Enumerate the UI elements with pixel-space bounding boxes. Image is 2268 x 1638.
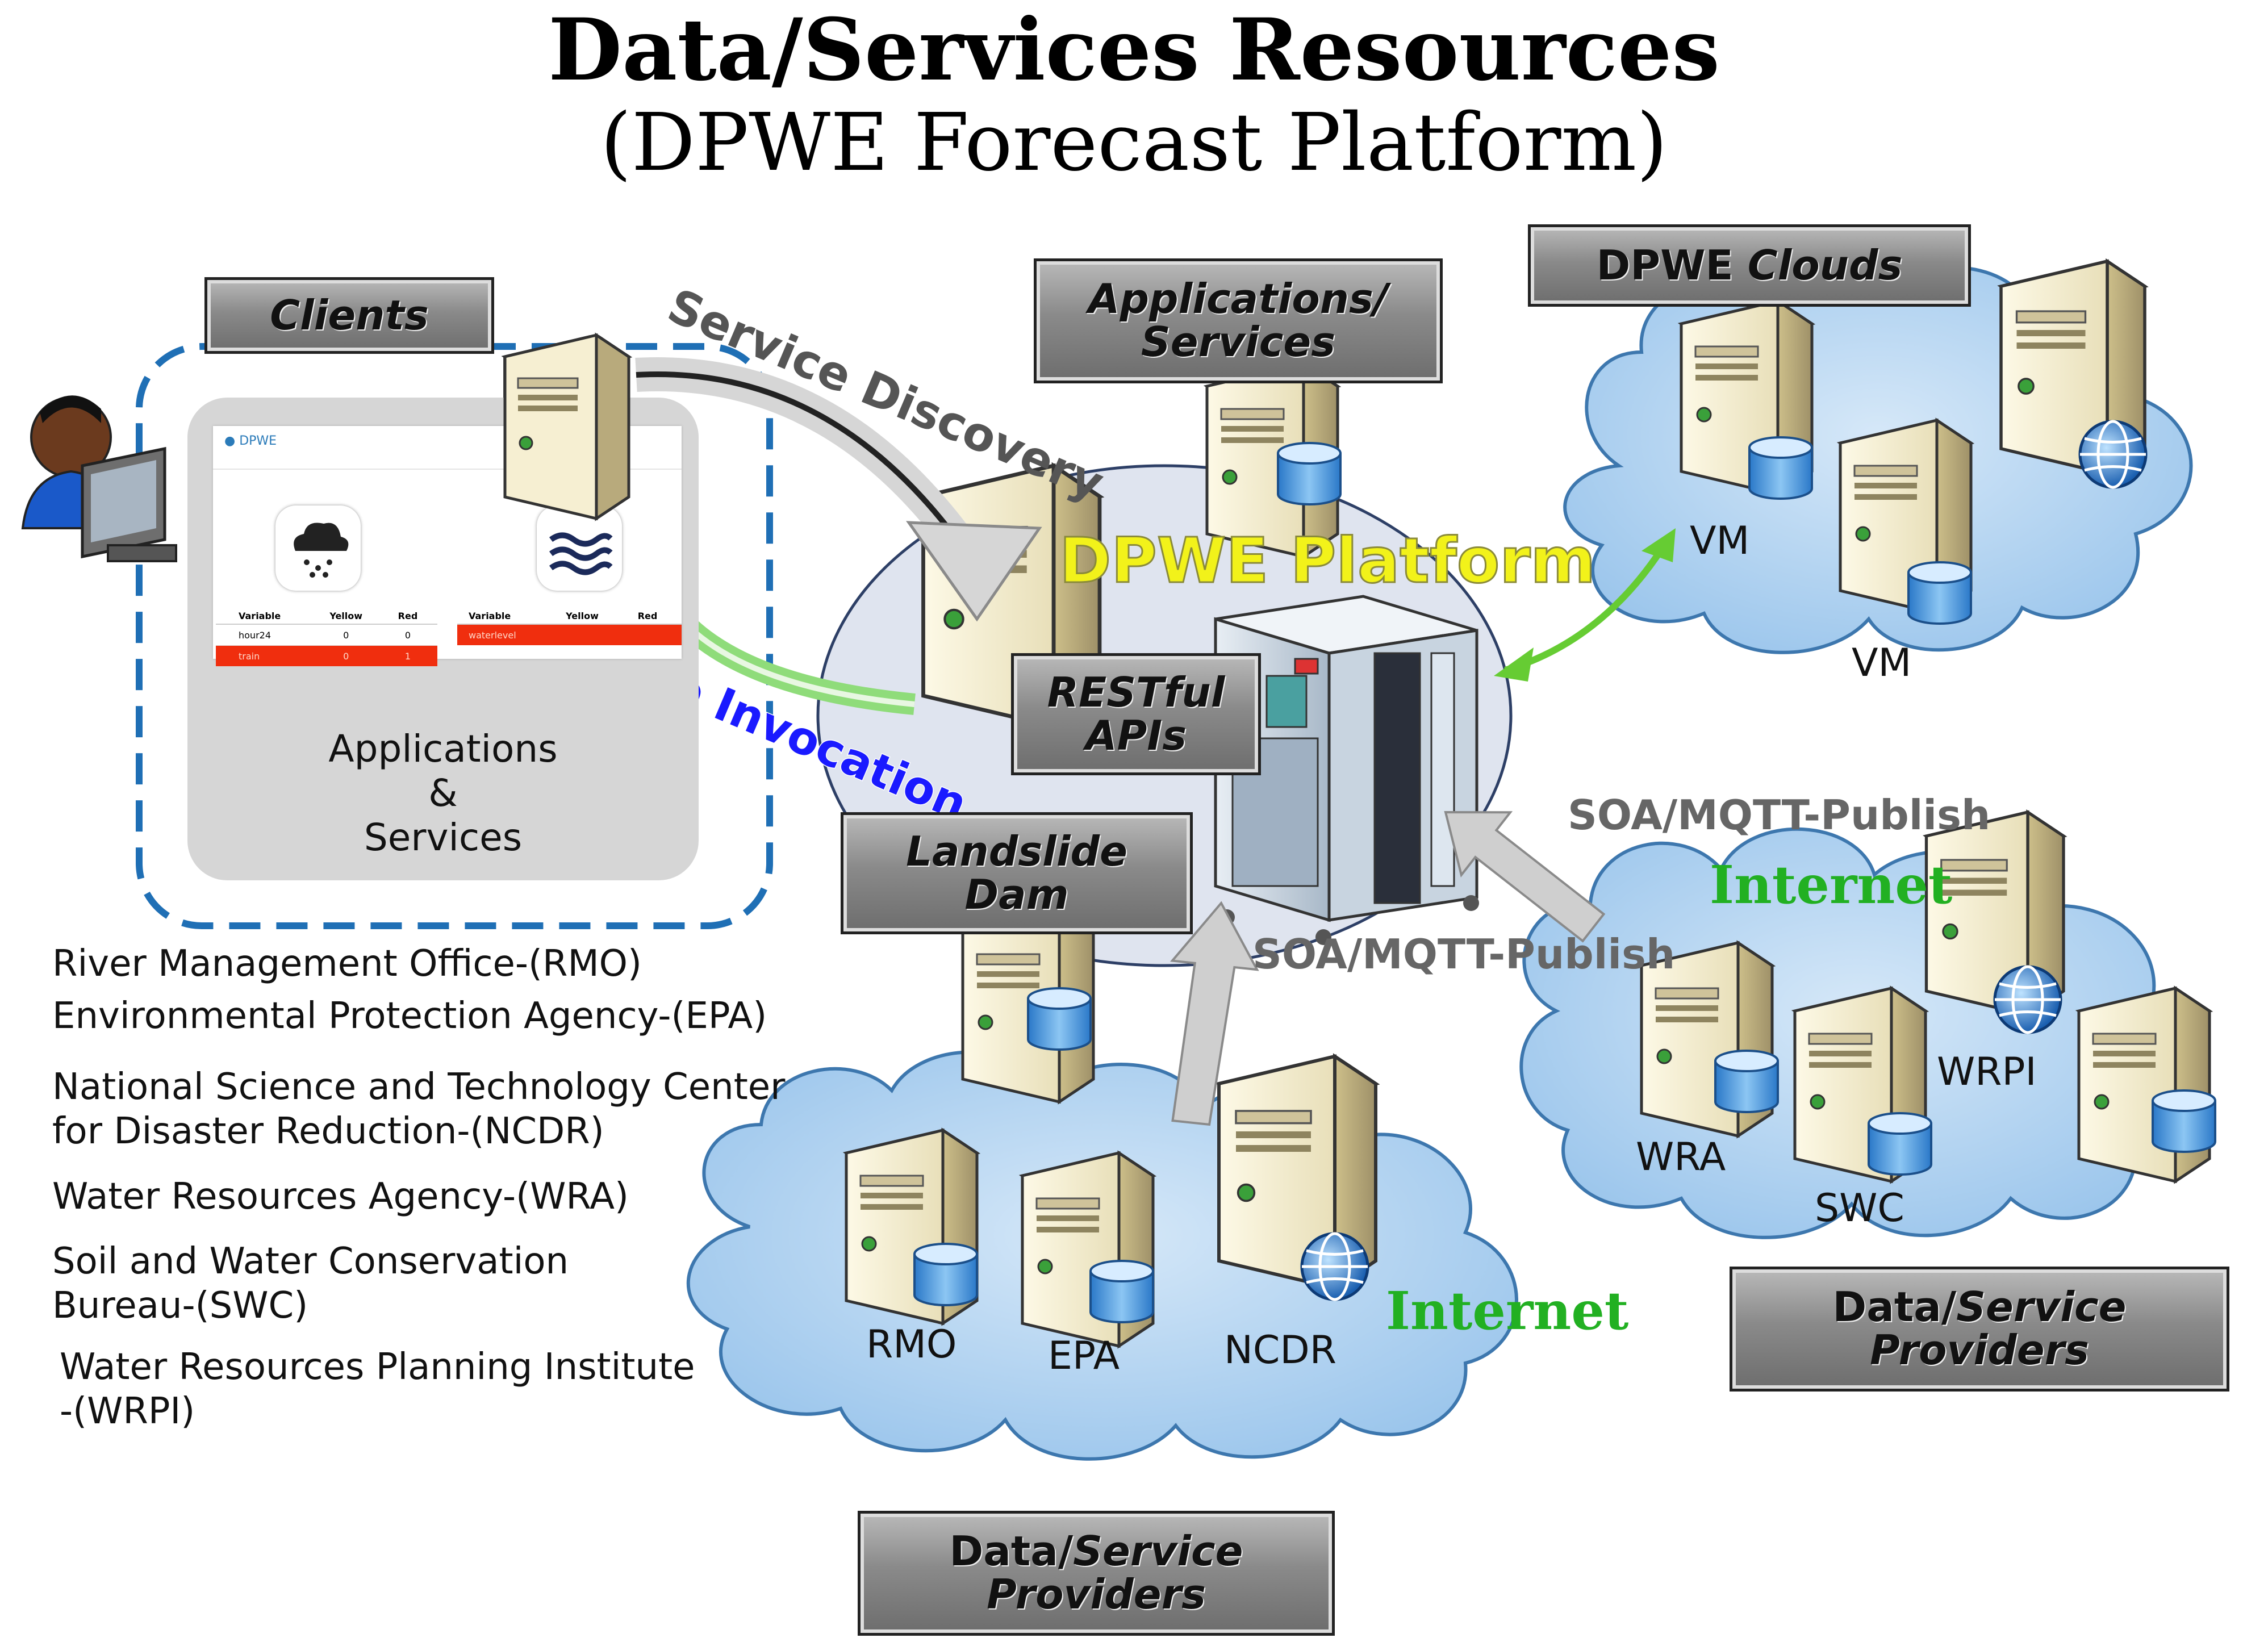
app-services-db-icon: [1277, 442, 1342, 505]
ncdr-label: NCDR: [1224, 1328, 1336, 1373]
app-services-card: ● DPWE: [187, 398, 699, 880]
wra-label: WRA: [1636, 1135, 1726, 1180]
app-brand: DPWE: [239, 434, 277, 448]
vm-db-icon-2: [1907, 561, 1972, 625]
applications-services-box: Applications/ Services: [1034, 258, 1443, 383]
data-service-providers-box-bottom: Data/Service Providers: [858, 1511, 1335, 1636]
internet-label-bottom: Internet: [1386, 1280, 1629, 1342]
landslide-dam-box: Landslide Dam: [841, 812, 1193, 934]
agency-ncdr-line1: National Science and Technology Center: [52, 1066, 786, 1108]
vm-label-1: VM: [1690, 519, 1749, 563]
cloud-globe-icon: [2080, 421, 2146, 487]
page-subtitle: (DPWE Forecast Platform): [600, 97, 1668, 189]
wrpi-globe-icon: [1995, 967, 2061, 1033]
landslide-db-icon: [1027, 987, 1092, 1051]
agency-wrpi-line2: -(WRPI): [60, 1390, 195, 1432]
provider-extra-db-icon: [2152, 1089, 2216, 1153]
platform-label: DPWE Platform: [1059, 524, 1595, 597]
soa-publish-label-bottom: SOA/MQTT-Publish: [1252, 930, 1675, 978]
restful-apis-box: RESTful APIs: [1011, 653, 1261, 775]
table-row: train 0 1: [216, 646, 437, 666]
agency-wra: Water Resources Agency-(WRA): [52, 1176, 629, 1218]
publish-arrow-bottom: [1169, 901, 1259, 1126]
agency-swc-line1: Soil and Water Conservation: [52, 1240, 569, 1282]
client-server-overlay: [501, 335, 633, 521]
agency-wrpi-line1: Water Resources Planning Institute: [60, 1346, 695, 1388]
agency-ncdr-line2: for Disaster Reduction-(NCDR): [52, 1110, 604, 1152]
alert-table-1: Variable Yellow Red hour24 0 0 train 0 1: [216, 608, 437, 666]
epa-label: EPA: [1048, 1334, 1120, 1378]
agency-epa: Environmental Protection Agency-(EPA): [52, 995, 767, 1037]
agency-swc-line2: Bureau-(SWC): [52, 1285, 308, 1327]
water-level-icon[interactable]: [537, 505, 622, 591]
user-at-computer-icon: [21, 395, 177, 562]
alert-table-2: Variable Yellow Red waterlevel: [457, 608, 682, 645]
cloud-sync-arrow: [1494, 528, 1676, 682]
service-discovery-arrowhead: [906, 521, 1042, 622]
data-service-providers-box-right: Data/Service Providers: [1730, 1267, 2229, 1392]
app-screenshot: ● DPWE: [213, 426, 682, 666]
table-row: waterlevel: [457, 625, 682, 645]
rain-cloud-icon[interactable]: [275, 505, 361, 591]
agency-rmo: River Management Office-(RMO): [52, 943, 642, 985]
wra-db-icon: [1714, 1050, 1779, 1113]
vm-label-2: VM: [1852, 641, 1911, 686]
table-row: hour24 0 0: [216, 625, 437, 646]
dpwe-clouds-box: DPWE Clouds: [1528, 224, 1971, 307]
wrpi-label: WRPI: [1937, 1050, 2037, 1094]
rmo-db-icon: [913, 1243, 978, 1306]
vm-db-icon-1: [1748, 436, 1813, 500]
internet-label-right: Internet: [1710, 854, 1953, 916]
rmo-label: RMO: [866, 1322, 957, 1367]
dpwe-logo-icon: ●: [224, 434, 236, 448]
epa-db-icon: [1089, 1260, 1154, 1323]
clients-box: Clients: [204, 277, 494, 354]
swc-db-icon: [1868, 1112, 1932, 1176]
page-title: Data/Services Resources: [548, 0, 1720, 100]
soa-publish-label-right: SOA/MQTT-Publish: [1568, 791, 1990, 839]
ncdr-globe-icon: [1302, 1234, 1368, 1299]
platform-rack-server: [1214, 595, 1479, 945]
app-card-caption: Applications & Services: [328, 727, 558, 859]
swc-label: SWC: [1815, 1186, 1904, 1231]
